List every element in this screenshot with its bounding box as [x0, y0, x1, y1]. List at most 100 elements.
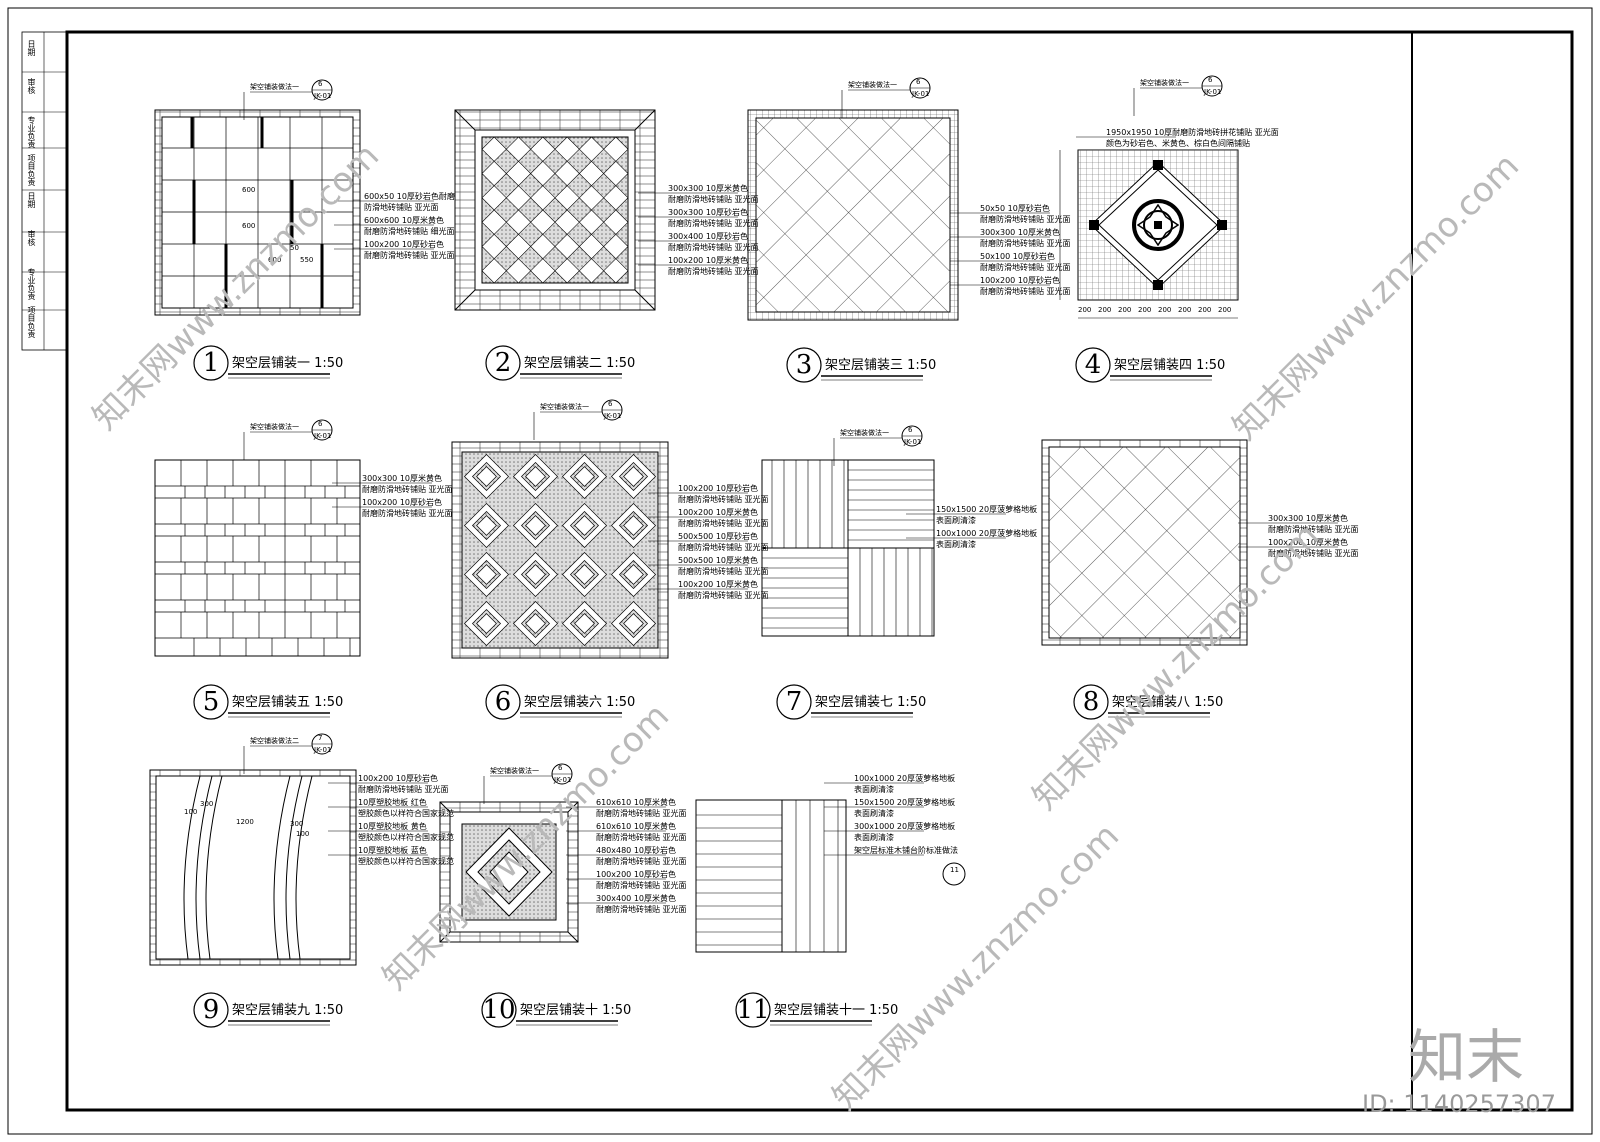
material-note: 表面刷清漆 [854, 809, 894, 818]
material-note: 300x400 10厚砂岩色 [668, 232, 748, 241]
material-note: 耐磨防滑地砖铺贴 亚光面 [1268, 549, 1359, 558]
tile [530, 258, 556, 284]
tile [525, 466, 546, 487]
detail-title: 架空层铺装六 1:50 [524, 695, 636, 710]
detail-ref-number: 6 [608, 400, 613, 408]
detail-ref-text: 架空铺装做法一 [1140, 79, 1189, 87]
material-note: 610x610 10厚米黄色 [596, 822, 676, 831]
detail-title: 架空层铺装十 1:50 [520, 1003, 632, 1018]
material-note: 表面刷清漆 [936, 540, 976, 549]
material-note: 耐磨防滑地砖铺贴 亚光面 [668, 195, 759, 204]
material-note: 架空层标准木铺台阶标准做法 [854, 846, 958, 855]
detail-number: 2 [494, 348, 512, 378]
material-note: 300x300 10厚米黄色 [362, 474, 442, 483]
material-note: 耐磨防滑地砖铺贴 亚光面 [678, 543, 769, 552]
material-note: 耐磨防滑地砖铺贴 亚光面 [364, 251, 455, 260]
detail-ref-text: 架空铺装做法一 [840, 429, 889, 437]
title-block-label: 专业负责 [27, 268, 36, 300]
detail-title: 架空层铺装八 1:50 [1112, 695, 1224, 710]
dimension-label: 1200 [236, 818, 254, 826]
material-note: 耐磨防滑地砖铺贴 亚光面 [980, 239, 1071, 248]
material-note: 300x1000 20厚菠萝格地板 [854, 822, 956, 831]
material-note: 100x200 10厚米黄色 [1268, 538, 1348, 547]
detail-number: 11 [736, 995, 770, 1025]
pavement-plan-8 [1041, 439, 1248, 646]
image-id: ID: 1140257307 [1362, 1090, 1556, 1118]
pavement-plan-3 [747, 109, 959, 321]
tile [476, 515, 497, 536]
dimension-label: 600 [242, 222, 256, 230]
material-note: 100x200 10厚砂岩色 [364, 240, 444, 249]
title-block-label: 日期 [27, 192, 36, 208]
detail-title: 架空层铺装一 1:50 [232, 356, 344, 371]
dimension-label: 200 [1218, 306, 1232, 314]
detail-number: 6 [494, 687, 512, 717]
title-block-label: 审核 [27, 230, 36, 246]
detail-ref-text: 架空铺装做法二 [250, 737, 299, 745]
material-note: 耐磨防滑地砖铺贴 亚光面 [358, 785, 449, 794]
detail-title: 架空层铺装十一 1:50 [774, 1003, 899, 1018]
detail-ref-sub: JK-01 [912, 90, 930, 98]
tile [481, 258, 507, 284]
detail-number-circle [193, 992, 229, 1028]
detail-ref-sub: JK-01 [1204, 88, 1222, 96]
material-note: 耐磨防滑地砖铺贴 亚光面 [596, 857, 687, 866]
title-block-label: 项目负责 [27, 306, 36, 338]
detail-ref-number: 6 [1208, 76, 1213, 84]
dimension-label: 200 [1098, 306, 1112, 314]
detail-number: 10 [482, 995, 516, 1025]
dimension-label: 200 [1198, 306, 1212, 314]
tile [505, 258, 532, 284]
pavement-plan-6 [451, 441, 669, 659]
detail-ref-text: 架空铺装做法一 [250, 83, 299, 91]
tile [623, 564, 644, 585]
material-note: 耐磨防滑地砖铺贴 亚光面 [668, 243, 759, 252]
material-note: 100x200 10厚砂岩色 [678, 484, 758, 493]
dimension-label: 100 [296, 830, 310, 838]
material-note: 10厚塑胶地板 红色 [358, 798, 427, 807]
tile [578, 258, 605, 284]
material-note: 防滑地砖铺贴 亚光面 [364, 203, 439, 212]
material-note: 150x1500 20厚菠萝格地板 [854, 798, 956, 807]
material-note: 耐磨防滑地砖铺贴 亚光面 [596, 905, 687, 914]
material-note: 耐磨防滑地砖铺贴 亚光面 [678, 591, 769, 600]
material-note: 100x200 10厚米黄色 [678, 508, 758, 517]
detail-number: 9 [202, 995, 220, 1025]
detail-ref-text: 架空铺装做法一 [540, 403, 589, 411]
detail-ref-number: 6 [318, 80, 323, 88]
tile [525, 613, 546, 634]
detail-number-circle [193, 345, 229, 381]
detail-ref-circle [942, 862, 966, 886]
detail-title: 架空层铺装二 1:50 [524, 356, 636, 371]
material-note: 表面刷清漆 [854, 833, 894, 842]
material-note: 100x200 10厚砂岩色 [980, 276, 1060, 285]
pavement-plan-1 [154, 109, 361, 316]
pavement-plan-5 [154, 459, 361, 657]
material-note: 100x200 10厚米黄色 [668, 256, 748, 265]
brand-logo: 知末 [1408, 1023, 1525, 1091]
material-note: 100x200 10厚砂岩色 [358, 774, 438, 783]
dimension-label: 200 [1138, 306, 1152, 314]
dimension-label: 50 [290, 244, 299, 252]
pavement-plan-9 [149, 769, 357, 966]
tile [603, 258, 629, 284]
title-block-label: 日期 [27, 40, 36, 56]
material-note: 耐磨防滑地砖铺贴 亚光面 [596, 881, 687, 890]
material-note: 500x500 10厚砂岩色 [678, 532, 758, 541]
detail-ref-text: 架空铺装做法一 [490, 767, 539, 775]
dimension-label: 300 [200, 800, 214, 808]
tile [476, 613, 497, 634]
material-note: 耐磨防滑地砖铺贴 亚光面 [678, 519, 769, 528]
detail-ref-number: 6 [558, 764, 563, 772]
material-note: 表面刷清漆 [936, 516, 976, 525]
tile [476, 466, 497, 487]
dimension-label: 200 [1158, 306, 1172, 314]
detail-number-circle [735, 992, 771, 1028]
material-note: 耐磨防滑地砖铺贴 亚光面 [596, 809, 687, 818]
detail-number-circle [1075, 347, 1111, 383]
material-note: 150x1500 20厚菠萝格地板 [936, 505, 1038, 514]
material-note: 耐磨防滑地砖铺贴 亚光面 [980, 215, 1071, 224]
material-note: 耐磨防滑地砖铺贴 亚光面 [596, 833, 687, 842]
detail-number: 8 [1082, 687, 1100, 717]
dimension-label: 600 [268, 256, 282, 264]
